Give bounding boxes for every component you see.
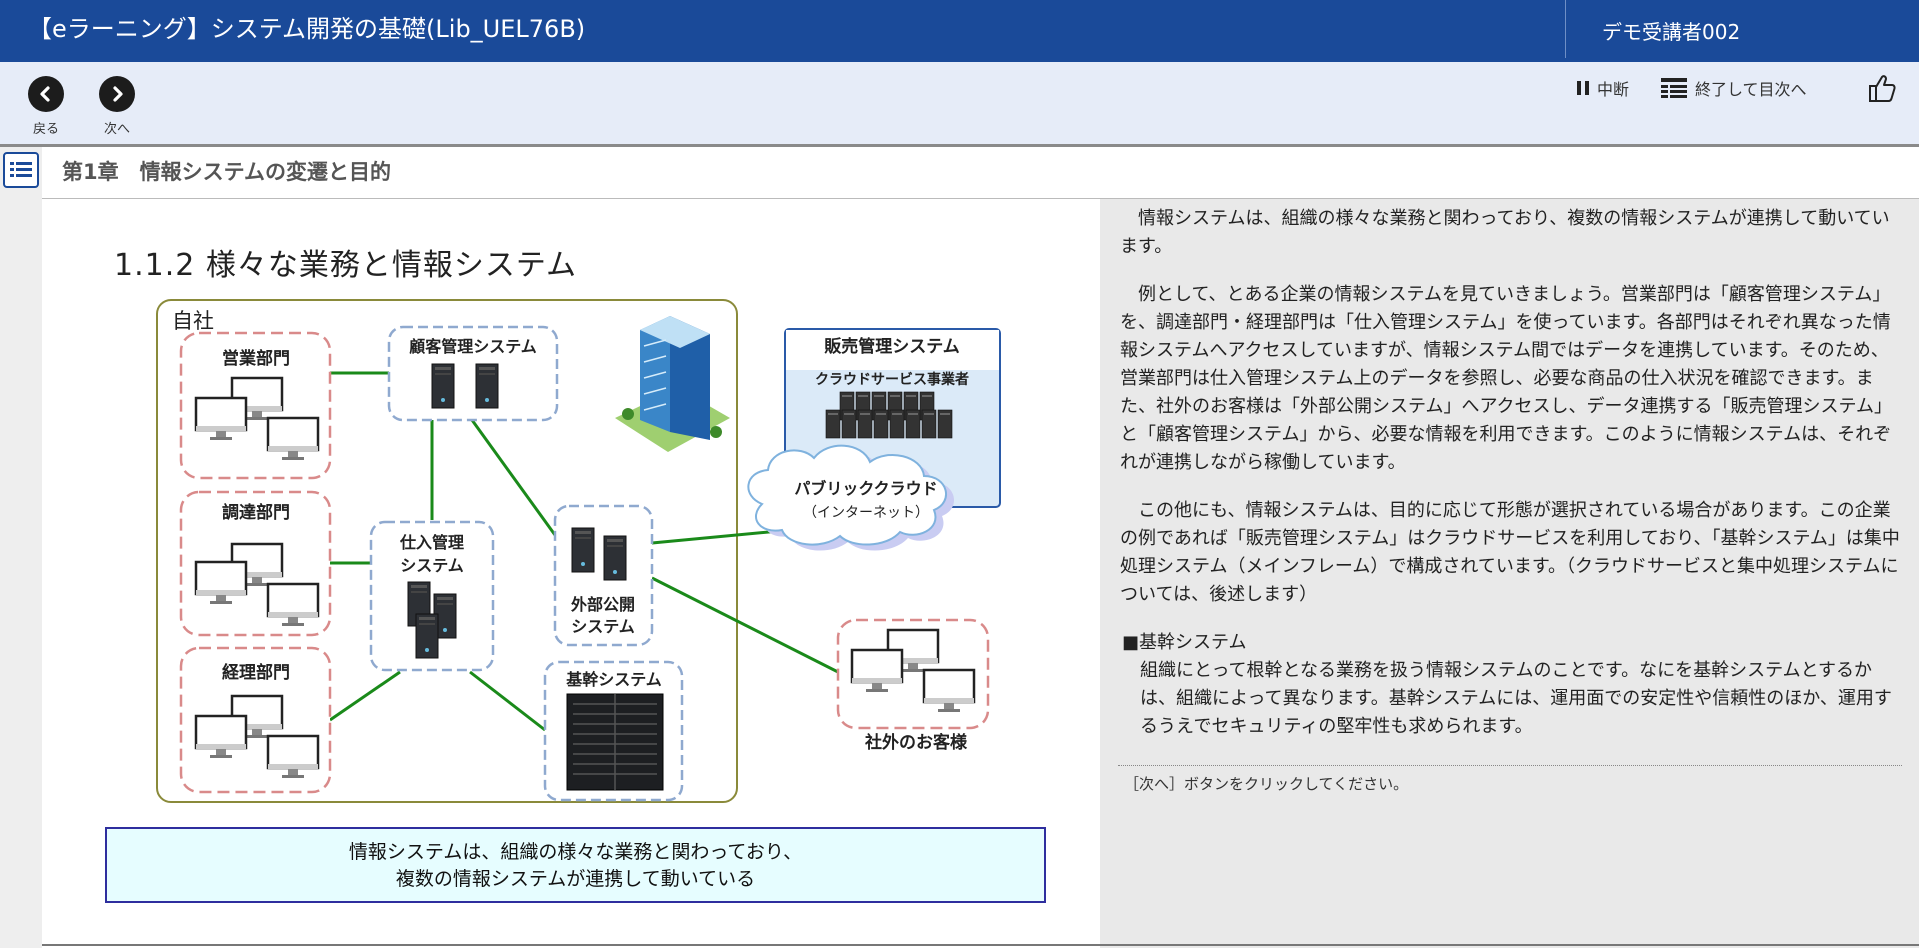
toc-button[interactable] [3, 152, 39, 188]
dept-sales-label: 営業部門 [222, 348, 290, 369]
sales-mgmt-system-label: 販売管理システム [824, 336, 960, 357]
dotted-divider [1118, 765, 1902, 766]
slide-caption-box: 情報システムは、組織の様々な業務と関わっており、 複数の情報システムが連携して動… [105, 827, 1046, 903]
back-button[interactable]: 戻る [21, 76, 71, 137]
caption-line-1: 情報システムは、組織の様々な業務と関わっており、 [348, 841, 803, 863]
paragraph-3: この他にも、情報システムは、目的に応じて形態が選択されている場合があります。この… [1120, 500, 1900, 605]
back-label: 戻る [32, 122, 59, 137]
purchase-system-box: 仕入管理 システム [369, 520, 495, 672]
toolbar: 戻る 次へ 中断 終了して目次へ [0, 62, 1919, 144]
public-system-box: 外部公開 システム [553, 504, 654, 647]
list-icon [10, 162, 32, 177]
company-label: 自社 [172, 309, 214, 333]
toolbar-separator [0, 144, 1919, 147]
paragraph-2: 例として、とある企業の情報システムを見ていきましょう。営業部門は「顧客管理システ… [1120, 284, 1893, 473]
system-diagram: 自社 営業部門 調達部門 経理部門 顧客管理システム 仕入管理 システム [156, 299, 1001, 803]
core-system-definition: 組織にとって根幹となる業務を扱う情報システムのことです。なにを基幹システムとする… [1140, 660, 1892, 737]
title-divider [1565, 0, 1566, 58]
bottom-rule [42, 944, 1919, 946]
chapter-title: 第1章 情報システムの変遷と目的 [62, 160, 391, 184]
crm-system-label: 顧客管理システム [409, 337, 537, 356]
left-strip [0, 147, 42, 948]
cloud-label-1: パブリッククラウド [794, 479, 937, 498]
cloud-label-2: （インターネット） [803, 505, 929, 521]
purchase-system-label-2: システム [400, 556, 464, 575]
title-bar: 【eラーニング】システム開発の基礎(Lib_UEL76B) デモ受講者002 [0, 0, 1919, 62]
customers-box [836, 618, 990, 730]
cloud-vendor-label: クラウドサービス事業者 [815, 371, 969, 388]
dept-accounting-label: 経理部門 [222, 662, 290, 683]
pause-button[interactable]: 中断 [1576, 75, 1629, 101]
crm-system-box: 顧客管理システム [387, 325, 559, 422]
dept-sales-box: 営業部門 [179, 331, 332, 480]
customers-label: 社外のお客様 [864, 732, 968, 753]
core-system-heading: ■基幹システム [1122, 632, 1247, 653]
public-cloud: パブリッククラウド （インターネット） [747, 444, 955, 551]
public-system-label-2: システム [571, 617, 635, 636]
paragraph-1: 情報システムは、組織の様々な業務と関わっており、複数の情報システムが連携して動い… [1120, 208, 1890, 257]
connection-lines [329, 371, 839, 732]
user-name: デモ受講者002 [1602, 20, 1741, 44]
core-system-label: 基幹システム [565, 670, 662, 689]
pause-label: 中断 [1597, 80, 1630, 99]
instruction-text: ［次へ］ボタンをクリックしてください。 [1124, 775, 1409, 793]
pause-icon [1577, 81, 1589, 95]
course-title: 【eラーニング】システム開発の基礎(Lib_UEL76B) [28, 15, 586, 43]
dept-accounting-box: 経理部門 [179, 646, 332, 794]
public-system-label-1: 外部公開 [570, 595, 635, 614]
dept-procure-box: 調達部門 [179, 490, 332, 637]
dept-procure-label: 調達部門 [222, 502, 290, 523]
chevron-left-icon [28, 76, 64, 112]
exit-label: 終了して目次へ [1695, 80, 1807, 99]
explanation-panel: 情報システムは、組織の様々な業務と関わっており、複数の情報システムが連携して動い… [1100, 199, 1919, 948]
building-icon [615, 316, 730, 452]
next-button[interactable]: 次へ [92, 76, 142, 137]
next-label: 次へ [103, 122, 130, 137]
caption-line-2: 複数の情報システムが連携して動いている [395, 868, 756, 890]
list-exit-icon [1661, 78, 1687, 98]
thumbs-up-icon [1869, 75, 1896, 102]
like-button[interactable] [1866, 72, 1898, 108]
chapter-divider [42, 198, 1919, 199]
purchase-system-label-1: 仕入管理 [399, 533, 464, 552]
chevron-right-icon [99, 76, 135, 112]
core-system-box: 基幹システム [543, 660, 684, 802]
slide-title: 1.1.2 様々な業務と情報システム [114, 248, 577, 283]
exit-to-toc-button[interactable]: 終了して目次へ [1660, 75, 1807, 101]
